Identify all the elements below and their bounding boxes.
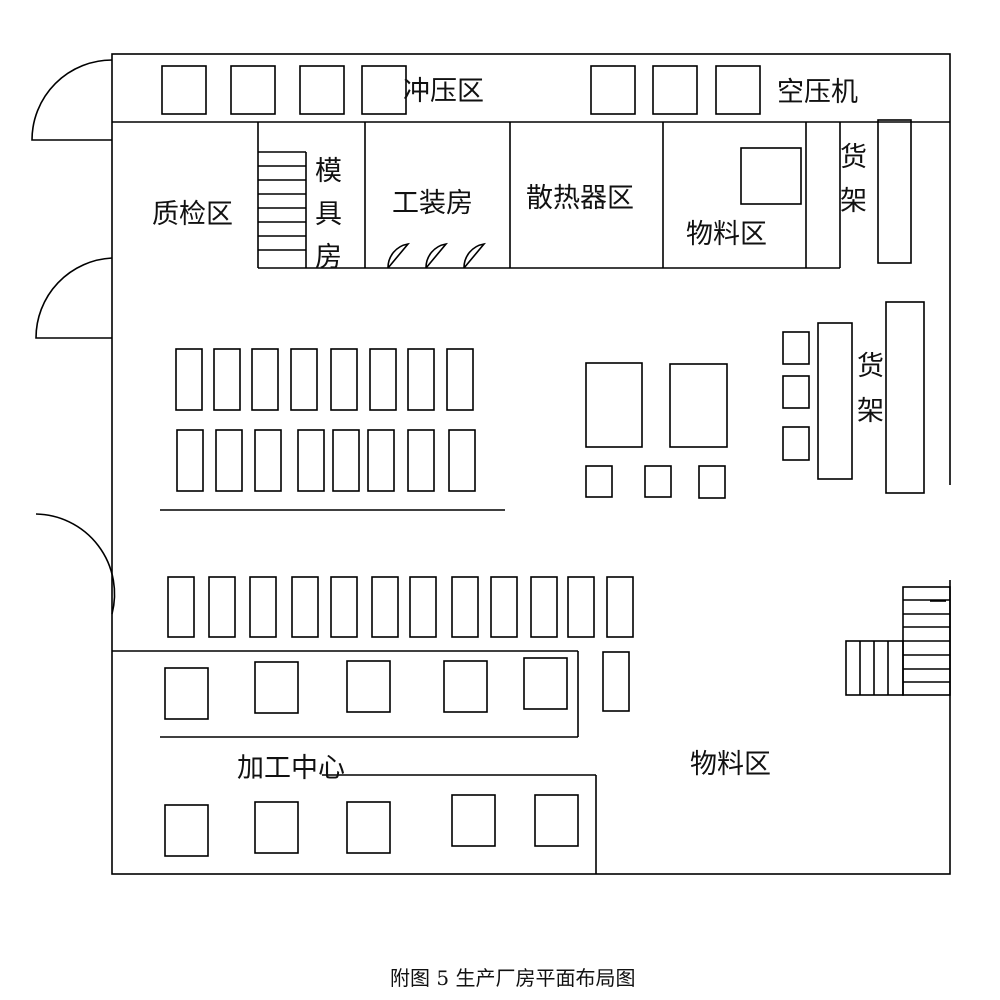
room-row bbox=[257, 122, 841, 269]
label-shelf-right-1: 货 bbox=[857, 351, 884, 382]
machine-row-1 bbox=[175, 348, 474, 411]
label-material-bottom: 物料区 bbox=[690, 749, 771, 780]
machine-row-3 bbox=[167, 576, 634, 712]
label-shelf-top-2: 架 bbox=[840, 186, 867, 217]
stamping-machine bbox=[715, 65, 761, 115]
stamping-machine bbox=[361, 65, 407, 115]
label-mold-room-1: 模 bbox=[315, 156, 342, 187]
stamping-machine bbox=[299, 65, 345, 115]
label-tooling-room: 工装房 bbox=[392, 188, 473, 219]
stamping-machine bbox=[230, 65, 276, 115]
stamping-machine bbox=[161, 65, 207, 115]
label-mold-room-2: 具 bbox=[315, 199, 342, 230]
stamping-machine bbox=[590, 65, 636, 115]
label-radiator: 散热器区 bbox=[526, 183, 634, 214]
entrance-doors bbox=[31, 59, 116, 615]
label-quality: 质检区 bbox=[152, 199, 233, 230]
door-arc bbox=[31, 59, 113, 141]
figure-caption: 附图 5 生产厂房平面布局图 bbox=[390, 966, 635, 990]
label-machining-center: 加工中心 bbox=[237, 753, 345, 784]
label-mold-room-3: 房 bbox=[315, 242, 342, 273]
door-arc bbox=[35, 513, 116, 615]
label-stamping: 冲压区 bbox=[403, 76, 484, 107]
machine-row-2 bbox=[176, 429, 476, 492]
stamping-machines bbox=[161, 65, 761, 115]
label-shelf-right-2: 架 bbox=[857, 396, 884, 427]
center-equipment bbox=[585, 362, 728, 499]
machining-center bbox=[112, 650, 597, 874]
material-box-top bbox=[740, 147, 802, 205]
right-staircase bbox=[845, 586, 951, 696]
building-outline bbox=[111, 53, 951, 875]
tooling-room-doors bbox=[387, 242, 487, 269]
label-air-compressor: 空压机 bbox=[777, 77, 858, 108]
stamping-machine bbox=[652, 65, 698, 115]
mold-room-stairs bbox=[258, 151, 307, 268]
label-shelf-top-1: 货 bbox=[840, 142, 867, 173]
door-arc bbox=[35, 257, 113, 339]
label-material-top: 物料区 bbox=[686, 219, 767, 250]
shelf-cluster-right bbox=[782, 301, 925, 494]
shelf-top bbox=[877, 119, 912, 264]
